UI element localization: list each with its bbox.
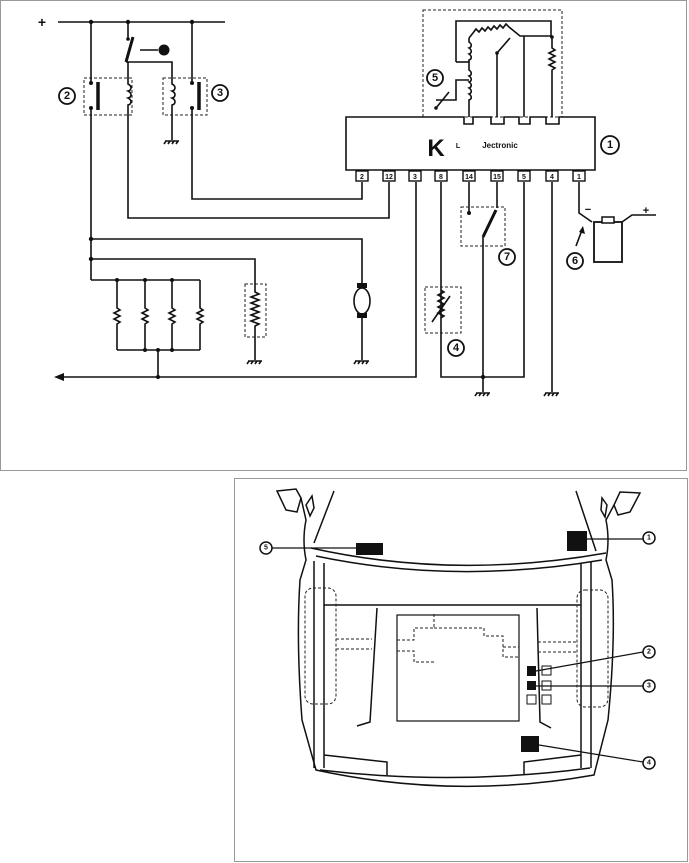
callout-1: 1 xyxy=(607,139,613,151)
pin-label: 4 xyxy=(550,174,554,181)
pin-label: 1 xyxy=(577,174,581,181)
module-name-prefix: L xyxy=(456,143,461,150)
callout-2: 2 xyxy=(64,90,70,102)
callout-6: 6 xyxy=(572,255,578,267)
control-module: K L Jectronic 2 12 3 8 14 15 5 4 1 xyxy=(345,116,596,182)
arrow-left-icon xyxy=(54,373,64,381)
location-callout-5: 5 xyxy=(264,545,268,552)
coil-plus-label: + xyxy=(643,205,649,217)
location-panel-frame xyxy=(234,478,688,862)
ignition-coil-icon xyxy=(593,214,656,263)
car-location-diagram: 1 2 3 4 5 xyxy=(259,488,656,788)
component-1-location xyxy=(567,531,587,551)
callout-5: 5 xyxy=(432,72,438,84)
temperature-sensor xyxy=(424,286,462,334)
heater-ducts xyxy=(304,587,609,708)
pin-label: 5 xyxy=(522,174,526,181)
location-callout-3: 3 xyxy=(647,683,651,690)
pin-label: 15 xyxy=(493,174,501,181)
component-3-location xyxy=(527,681,536,690)
pin-label: 8 xyxy=(439,174,443,181)
arrow-icon xyxy=(579,226,585,234)
injectors-icon xyxy=(91,278,205,379)
coil-minus-label: − xyxy=(585,204,591,216)
wiring-panel-frame xyxy=(0,0,687,471)
pin-label: 2 xyxy=(360,174,364,181)
callout-7: 7 xyxy=(504,251,510,263)
car-outline xyxy=(275,488,642,788)
pin-label: 3 xyxy=(413,174,417,181)
supply-plus-label: + xyxy=(38,14,46,30)
ground-icon xyxy=(163,140,179,145)
location-callout-1: 1 xyxy=(647,535,651,542)
relay-2 xyxy=(83,22,133,116)
ground-icon xyxy=(543,392,559,397)
ignition-key-switch-icon xyxy=(124,22,173,78)
callout-3: 3 xyxy=(217,87,223,99)
auxiliary-air-valve-icon xyxy=(244,283,267,365)
module-name: Jectronic xyxy=(482,141,518,150)
callout-4: 4 xyxy=(453,342,460,354)
module-logo: K xyxy=(427,135,445,162)
pin-label: 14 xyxy=(465,174,473,181)
pin-label: 12 xyxy=(385,174,393,181)
air-flow-meter xyxy=(422,9,563,118)
fuel-pump-motor-icon xyxy=(353,283,371,365)
relay-3 xyxy=(162,22,208,140)
component-2-location xyxy=(527,666,536,676)
location-callout-2: 2 xyxy=(647,649,651,656)
module-pins: 2 12 3 8 14 15 5 4 1 xyxy=(355,170,586,182)
location-callout-4: 4 xyxy=(647,760,651,767)
wiring-schematic: + 2 3 xyxy=(38,9,656,397)
ground-icon xyxy=(474,392,490,397)
component-5-location xyxy=(356,543,383,555)
component-4-location xyxy=(521,736,539,752)
